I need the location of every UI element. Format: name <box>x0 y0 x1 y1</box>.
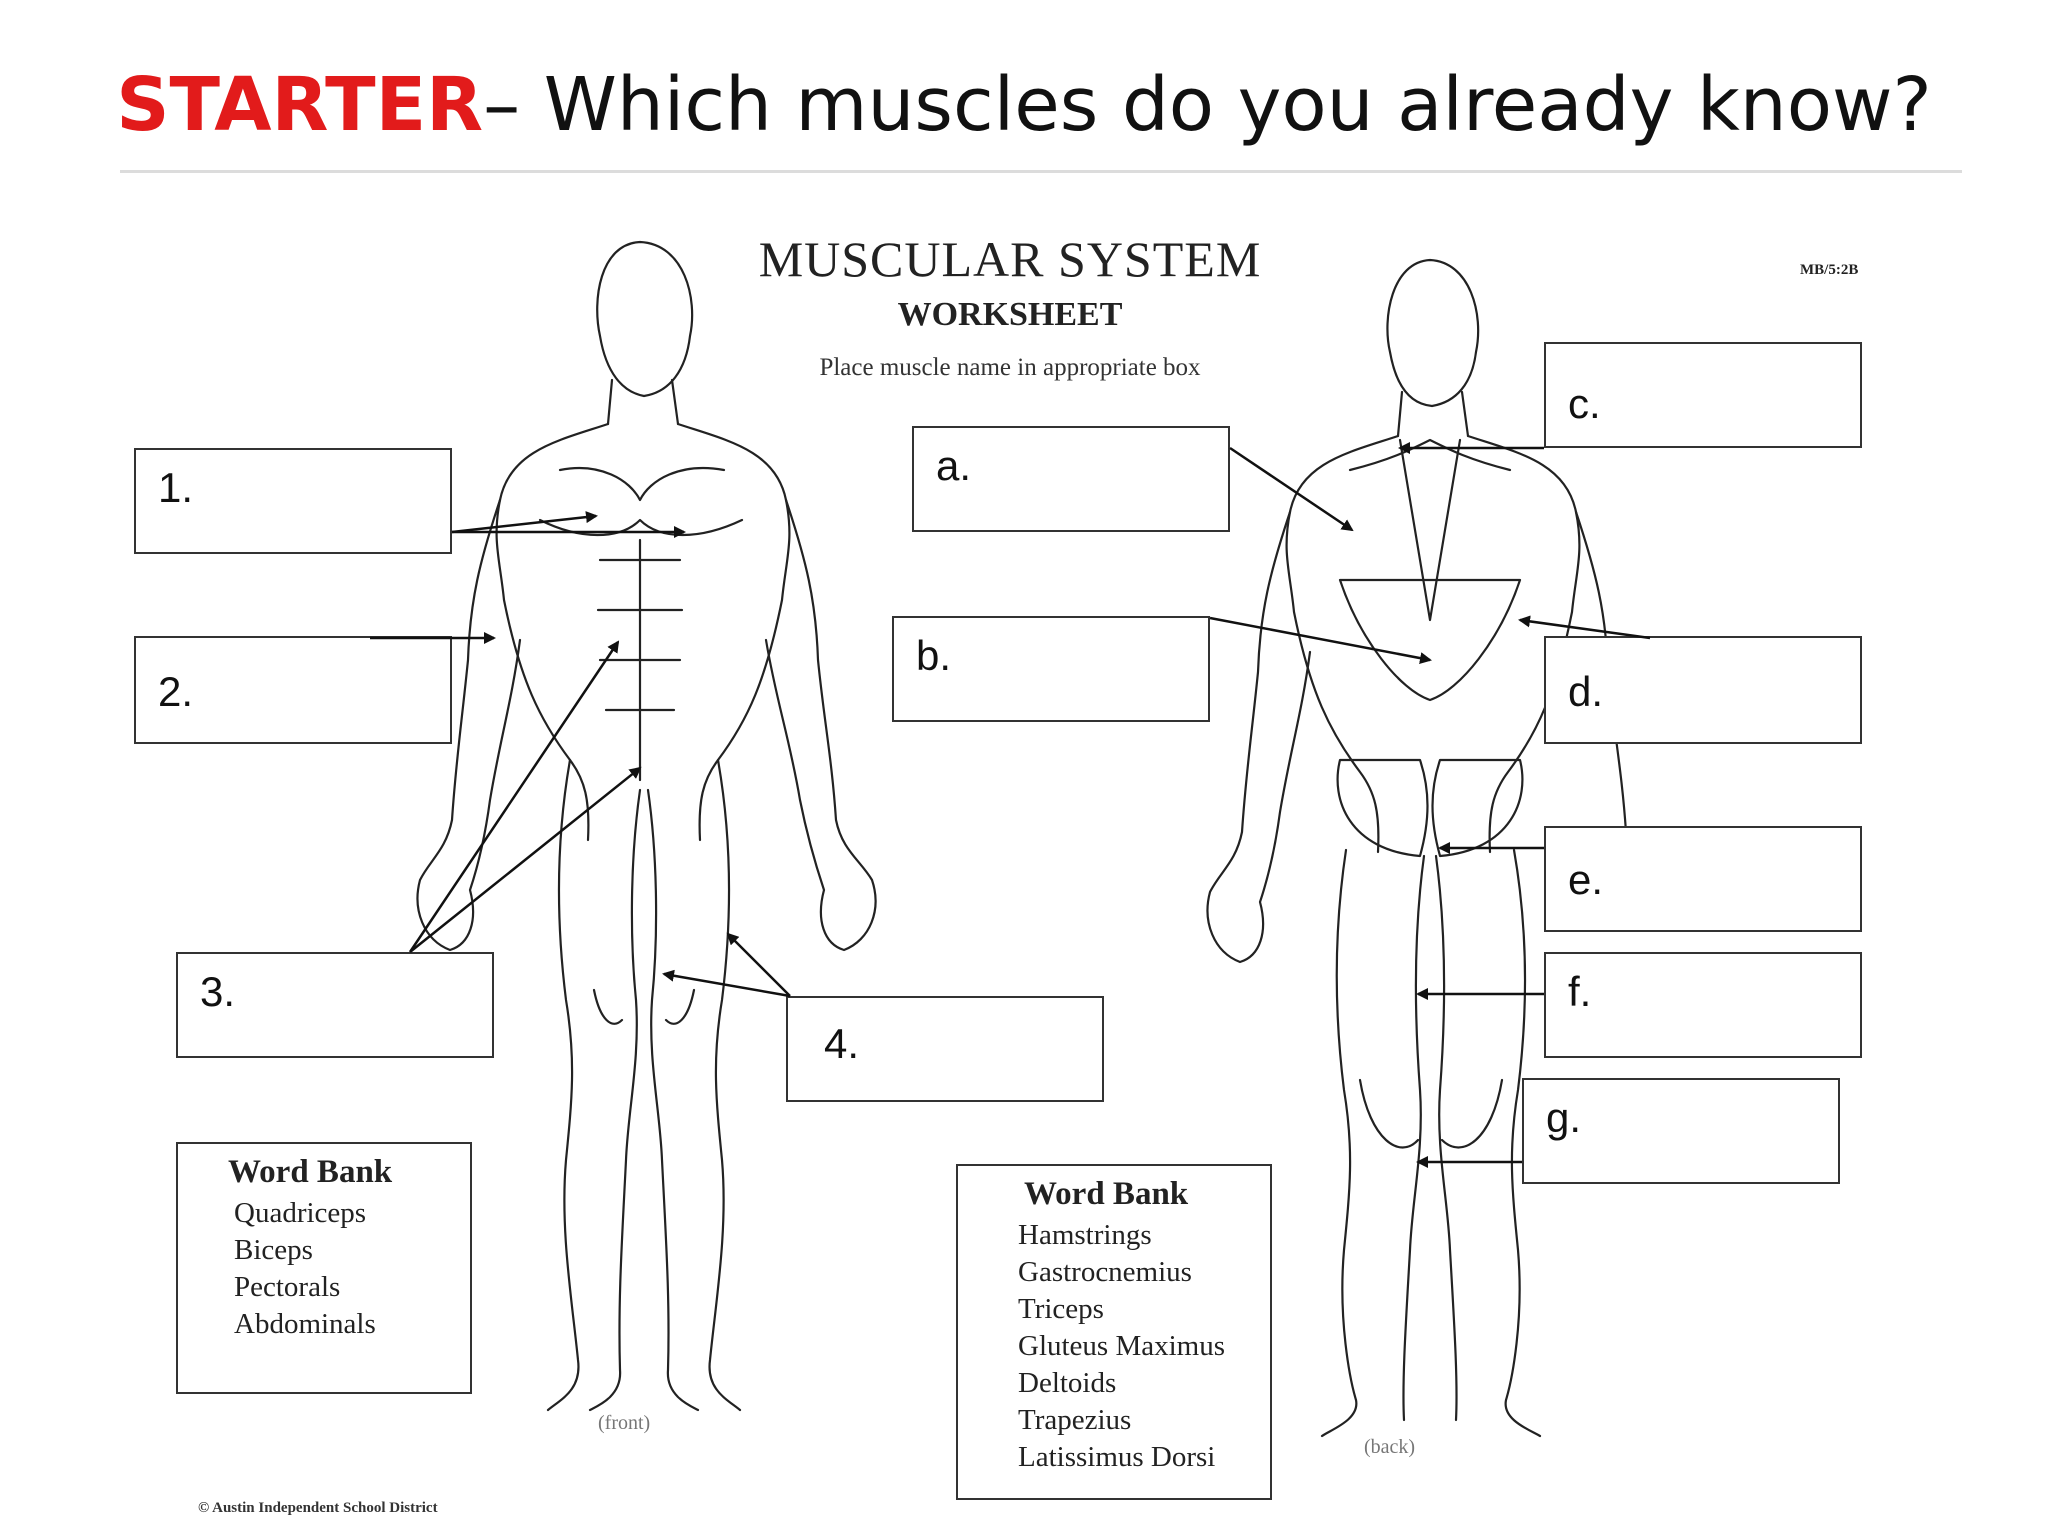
arrow-4a <box>662 969 791 998</box>
front-word-bank-item: Biceps <box>234 1234 313 1266</box>
front-word-bank-item: Pectorals <box>234 1271 341 1303</box>
arrow-4b <box>726 932 791 997</box>
worksheet-subtitle: WORKSHEET <box>897 296 1123 333</box>
front-word-bank-item: Abdominals <box>234 1308 376 1340</box>
worksheet-instruction: Place muscle name in appropriate box <box>819 354 1201 381</box>
back-label-b: b. <box>916 632 952 679</box>
back-word-bank-item: Deltoids <box>1018 1367 1117 1399</box>
back-label-g: g. <box>1546 1094 1582 1141</box>
back-label-box-c[interactable]: c. <box>1544 342 1862 448</box>
back-label-e: e. <box>1568 856 1604 903</box>
title-question: – Which muscles do you already know? <box>483 62 1932 148</box>
arrow-b <box>1209 616 1432 665</box>
arrow-3a <box>408 640 620 953</box>
slide-title: STARTER– Which muscles do you already kn… <box>0 62 2048 148</box>
back-word-bank-item: Triceps <box>1018 1293 1104 1325</box>
arrow-3b <box>409 766 642 953</box>
back-label-box-a[interactable]: a. <box>912 426 1230 532</box>
front-label-box-1[interactable]: 1. <box>134 448 452 554</box>
back-word-bank-item: Trapezius <box>1018 1404 1132 1436</box>
back-label-a: a. <box>936 442 972 489</box>
back-label-box-e[interactable]: e. <box>1544 826 1862 932</box>
back-label-f: f. <box>1568 968 1592 1015</box>
front-caption: (front) <box>598 1412 651 1434</box>
back-word-bank-item: Gluteus Maximus <box>1018 1330 1226 1362</box>
copyright-credit: © Austin Independent School District <box>198 1500 438 1516</box>
arrow-d <box>1518 615 1651 640</box>
back-word-bank-item: Latissimus Dorsi <box>1018 1441 1216 1473</box>
front-label-4: 4. <box>824 1020 860 1067</box>
back-body-figure <box>1206 258 1664 1438</box>
front-label-box-3[interactable]: 3. <box>176 952 494 1058</box>
arrow-1a <box>451 511 598 534</box>
back-label-c: c. <box>1568 380 1601 427</box>
back-word-bank-item: Hamstrings <box>1018 1219 1152 1251</box>
back-caption: (back) <box>1364 1436 1416 1458</box>
back-word-bank-item: Gastrocnemius <box>1018 1256 1192 1288</box>
front-word-bank-title: Word Bank <box>228 1154 393 1190</box>
back-label-box-g[interactable]: g. <box>1522 1078 1840 1184</box>
title-divider <box>120 170 1962 173</box>
back-label-d: d. <box>1568 668 1604 715</box>
front-body-figure <box>416 240 877 1412</box>
title-keyword: STARTER <box>116 62 484 148</box>
arrow-a <box>1229 446 1354 532</box>
back-label-box-b[interactable]: b. <box>892 616 1210 722</box>
front-label-2: 2. <box>158 668 194 715</box>
back-word-bank: Word Bank Hamstrings Gastrocnemius Trice… <box>956 1164 1272 1500</box>
front-label-box-2[interactable]: 2. <box>134 636 452 744</box>
front-label-3: 3. <box>200 968 236 1015</box>
front-word-bank-item: Quadriceps <box>234 1197 367 1229</box>
front-label-1: 1. <box>158 464 194 511</box>
back-label-box-d[interactable]: d. <box>1544 636 1862 744</box>
front-label-box-4[interactable]: 4. <box>786 996 1104 1102</box>
back-word-bank-title: Word Bank <box>1024 1176 1189 1212</box>
front-word-bank: Word Bank Quadriceps Biceps Pectorals Ab… <box>176 1142 472 1394</box>
worksheet-code: MB/5:2B <box>1800 262 1859 278</box>
back-label-box-f[interactable]: f. <box>1544 952 1862 1058</box>
worksheet-title: MUSCULAR SYSTEM <box>758 231 1262 287</box>
